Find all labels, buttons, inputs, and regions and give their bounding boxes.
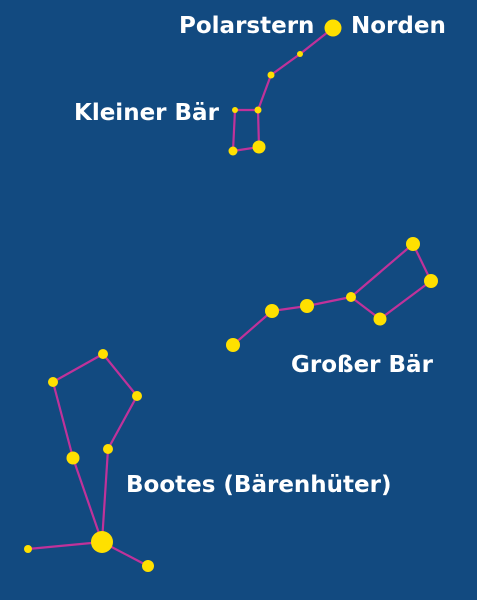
kleiner-baer-star xyxy=(297,51,303,57)
grosser-baer-star xyxy=(406,237,420,251)
grosser-baer-star xyxy=(373,312,387,326)
bootes-line xyxy=(27,540,103,551)
constellation-bootes xyxy=(24,349,154,572)
label-polarstern: Polarstern xyxy=(179,13,315,39)
bootes-star xyxy=(98,349,108,359)
bootes-lines xyxy=(51,352,139,543)
bootes-star xyxy=(48,377,58,387)
kleiner-baer-star xyxy=(232,107,238,113)
grosser-baer-star xyxy=(265,304,279,318)
constellation-kleiner-baer xyxy=(228,19,342,156)
kleiner-baer-star xyxy=(228,146,238,156)
kleiner-baer-star xyxy=(252,140,266,154)
arktur-star xyxy=(91,531,113,553)
label-kleiner-baer: Kleiner Bär xyxy=(74,100,219,126)
grosser-baer-lines xyxy=(232,242,433,346)
bootes-star xyxy=(142,560,154,572)
bootes-star xyxy=(132,391,142,401)
grosser-baer-star xyxy=(226,338,240,352)
bootes-star xyxy=(24,545,32,553)
label-grosser-baer: Großer Bär xyxy=(291,352,433,378)
label-bootes: Bootes (Bärenhüter) xyxy=(126,472,392,498)
constellation-grosser-baer xyxy=(226,237,438,352)
grosser-baer-star xyxy=(346,292,356,302)
bootes-star xyxy=(103,444,113,454)
grosser-baer-star xyxy=(424,274,438,288)
bootes-star xyxy=(66,451,80,465)
kleiner-baer-star xyxy=(254,106,262,114)
kleiner-baer-lines xyxy=(231,27,334,153)
polarstern-star xyxy=(324,19,342,37)
label-norden: Norden xyxy=(351,13,446,39)
kleiner-baer-star xyxy=(267,71,275,79)
grosser-baer-star xyxy=(300,299,314,313)
